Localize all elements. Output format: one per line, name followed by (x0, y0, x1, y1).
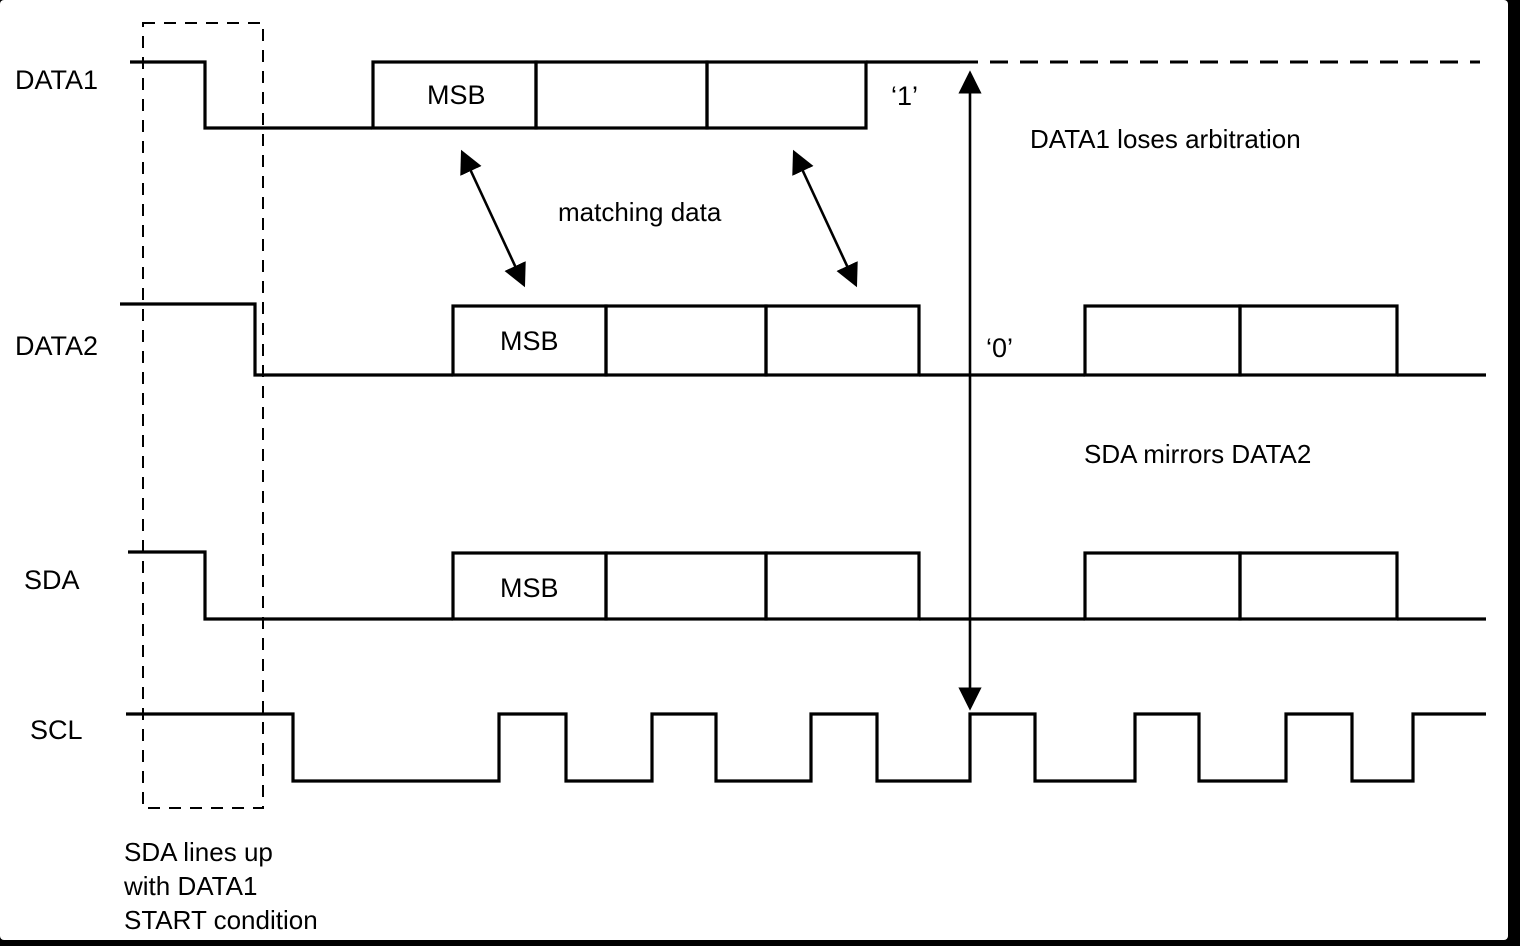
bit-one-label: ‘1’ (891, 81, 918, 111)
data1-bit-3 (705, 60, 868, 130)
sda-bit-3 (764, 551, 921, 621)
data1-bit-2 (534, 60, 709, 130)
sda-bit-5 (1238, 551, 1399, 621)
data2-bit-5 (1238, 304, 1399, 377)
matching-data-label: matching data (558, 197, 722, 227)
note-line-1: SDA lines up (124, 837, 273, 867)
label-data2: DATA2 (15, 331, 98, 361)
data1-loses-label: DATA1 loses arbitration (1030, 124, 1301, 154)
data1-msb-label: MSB (427, 80, 486, 110)
data2-line (120, 302, 453, 377)
data1-waveform (130, 60, 1480, 130)
label-scl: SCL (30, 715, 83, 745)
start-condition-box (142, 22, 264, 809)
sda-waveform (128, 550, 1486, 621)
label-data1: DATA1 (15, 65, 98, 95)
sda-msb-label: MSB (500, 573, 559, 603)
data2-msb-label: MSB (500, 326, 559, 356)
matching-arrow-right (792, 149, 858, 288)
data2-bit-3 (764, 304, 921, 377)
note-line-3: START condition (124, 905, 318, 935)
sda-bit-4 (1083, 551, 1242, 621)
scl-waveform (126, 712, 1486, 783)
sda-mirrors-label: SDA mirrors DATA2 (1084, 439, 1311, 469)
sda-bit-2 (604, 551, 768, 621)
data2-waveform (120, 302, 1486, 377)
note-line-2: with DATA1 (123, 871, 257, 901)
bit-zero-label: ‘0’ (986, 333, 1013, 363)
data2-bit-2 (604, 304, 768, 377)
data1-line (130, 60, 372, 130)
sda-line (128, 550, 453, 621)
matching-arrow-left (460, 149, 526, 288)
label-sda: SDA (24, 565, 80, 595)
data2-bit-4 (1083, 304, 1242, 377)
